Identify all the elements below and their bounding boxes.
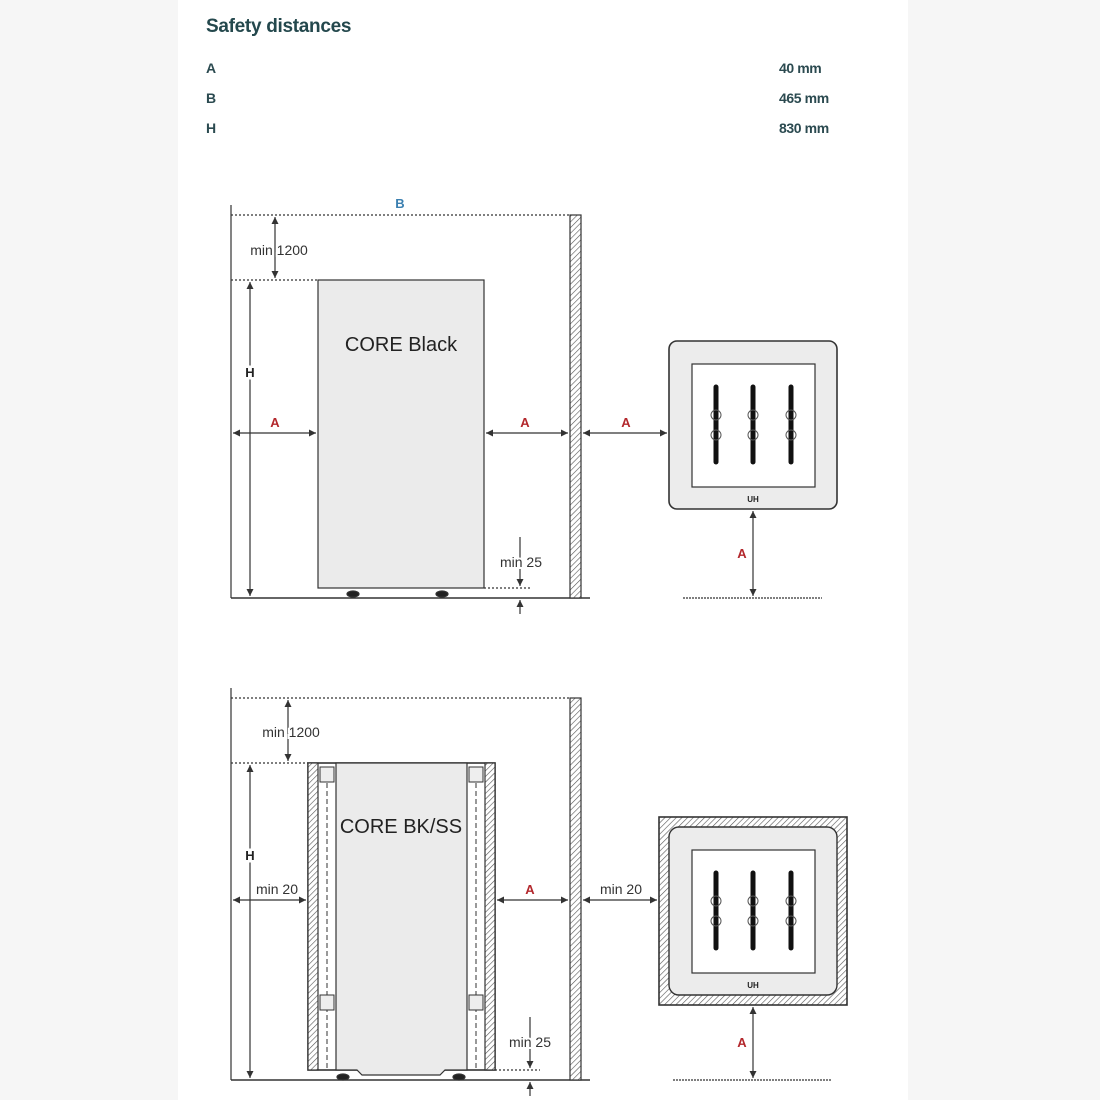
label-a: A: [621, 415, 631, 430]
label-h: H: [245, 365, 254, 380]
label-a: A: [737, 546, 747, 561]
model-name: CORE BK/SS: [340, 816, 462, 838]
label-a: A: [525, 882, 535, 897]
panel-mark: UH: [747, 495, 759, 504]
label-min-1200: min 1200: [250, 242, 308, 258]
label-a: A: [737, 1035, 747, 1050]
diagram-core-black: [230, 205, 838, 614]
label-min-1200: min 1200: [262, 724, 320, 740]
wall-hatched: [569, 214, 582, 599]
label-a: A: [520, 415, 530, 430]
label-min-20: min 20: [256, 881, 298, 897]
section-title: Safety distances: [206, 16, 352, 37]
label-b: B: [395, 196, 404, 211]
label-h: H: [245, 848, 254, 863]
label-min-20: min 20: [600, 881, 642, 897]
panel-mark: UH: [747, 981, 759, 990]
label-a: A: [270, 415, 280, 430]
diagram-core-bkss: [230, 688, 848, 1096]
label-min-25: min 25: [509, 1034, 551, 1050]
model-name: CORE Black: [345, 334, 458, 356]
label-min-25: min 25: [500, 554, 542, 570]
heater-body: [317, 279, 485, 589]
